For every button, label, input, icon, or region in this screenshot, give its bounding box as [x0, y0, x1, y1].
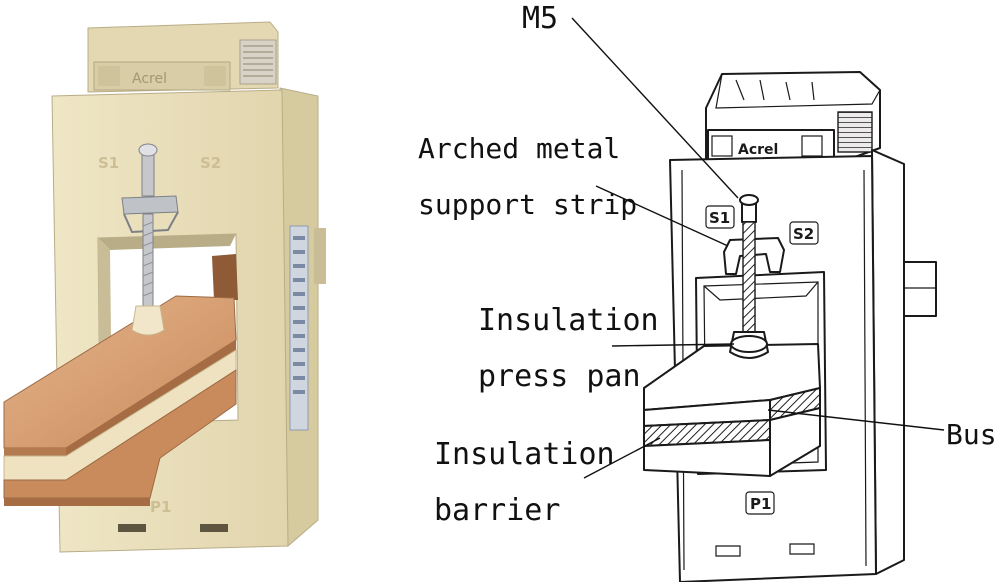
label-m5: M5 [522, 1, 558, 36]
photo-s2-mark: S2 [200, 154, 221, 172]
arched-strip-leader [595, 185, 729, 247]
label-barrier-line1: Insulation [434, 437, 615, 472]
photo-brand-mark: Acrel [132, 71, 167, 87]
current-transformer-drawing: Acrel S1 S2 P1 [418, 1, 997, 582]
drawing-p1-mark: P1 [750, 495, 771, 513]
current-transformer-photo: Acrel S1 S2 P1 [3, 21, 326, 553]
label-barrier-line2: barrier [434, 493, 560, 528]
press-pan-leader [611, 343, 735, 347]
label-press-line1: Insulation [478, 303, 659, 338]
photo-p1-mark: P1 [150, 498, 171, 516]
label-bus: Bus [946, 418, 997, 451]
label-press-line2: press pan [478, 359, 641, 394]
label-arched-line2: support strip [418, 188, 637, 221]
barrier-leader [583, 437, 661, 479]
bus-leader [767, 409, 945, 431]
drawing-brand-mark: Acrel [738, 142, 778, 158]
label-arched-line1: Arched metal [418, 132, 620, 165]
photo-s1-mark: S1 [98, 154, 119, 172]
m5-leader [571, 17, 739, 199]
drawing-s2-mark: S2 [793, 225, 814, 243]
drawing-s1-mark: S1 [709, 209, 730, 227]
